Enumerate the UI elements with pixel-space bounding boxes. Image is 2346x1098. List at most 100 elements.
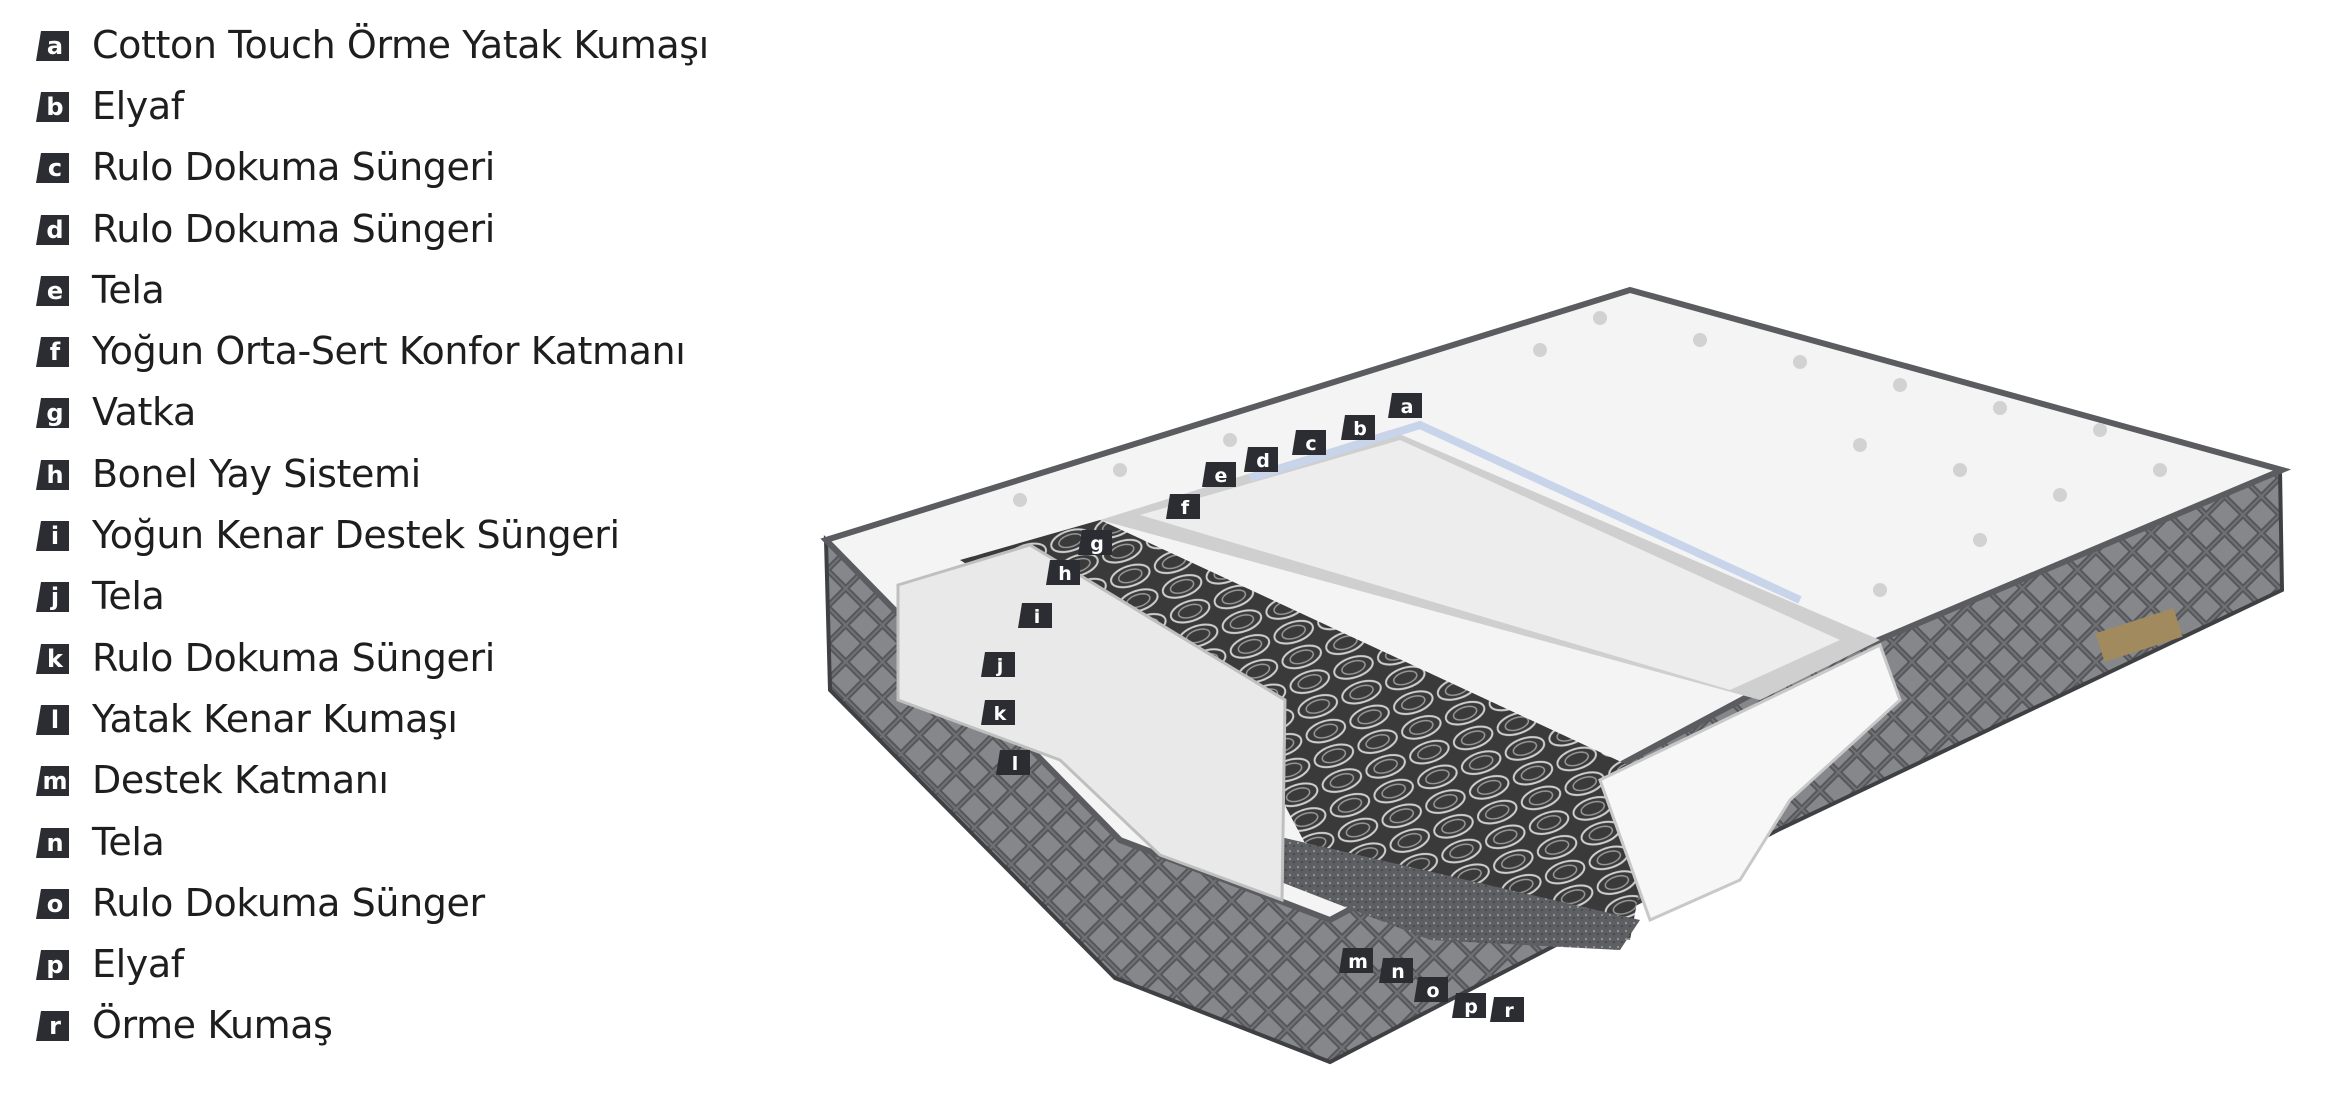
legend-item-k: k Rulo Dokuma Süngeri (36, 627, 736, 688)
layer-marker-p: p (1452, 993, 1486, 1018)
layer-marker-d: d (1244, 447, 1278, 472)
legend-label: Tela (92, 819, 165, 864)
legend-item-n: n Tela (36, 811, 736, 872)
legend-item-i: i Yoğun Kenar Destek Süngeri (36, 504, 736, 565)
svg-text:c: c (48, 154, 62, 182)
legend-label: Tela (92, 574, 165, 619)
svg-text:n: n (46, 829, 63, 857)
legend-label: Cotton Touch Örme Yatak Kumaşı (92, 22, 709, 67)
letter-badge-icon: d (36, 214, 69, 245)
layer-marker-f: f (1166, 494, 1200, 519)
svg-text:l: l (1012, 753, 1019, 775)
layer-marker-h: h (1046, 560, 1080, 585)
letter-badge-icon: a (36, 30, 69, 61)
svg-text:n: n (1391, 961, 1405, 983)
brand-label (2095, 608, 2183, 662)
letter-badge-icon: j (36, 582, 69, 613)
svg-text:e: e (47, 277, 63, 305)
svg-text:d: d (1256, 450, 1270, 472)
svg-text:i: i (1034, 606, 1041, 628)
letter-badge-icon: c (36, 153, 69, 184)
layer-marker-n: n (1379, 958, 1413, 983)
comfort-layer-blue-line (1248, 420, 1802, 604)
legend-label: Örme Kumaş (92, 1003, 333, 1048)
svg-text:i: i (51, 522, 59, 550)
layer-marker-g: g (1078, 530, 1112, 555)
legend-label: Bonel Yay Sistemi (92, 451, 421, 496)
legend-item-h: h Bonel Yay Sistemi (36, 443, 736, 504)
layer-marker-j: j (981, 652, 1015, 677)
svg-text:h: h (1058, 563, 1072, 585)
svg-text:c: c (1305, 433, 1316, 455)
legend-label: Yatak Kenar Kumaşı (92, 696, 458, 741)
legend-label: Elyaf (92, 942, 184, 987)
letter-badge-icon: b (36, 91, 69, 122)
legend-item-g: g Vatka (36, 382, 736, 443)
legend-item-m: m Destek Katmanı (36, 750, 736, 811)
layer-marker-b: b (1341, 415, 1375, 440)
letter-badge-icon: g (36, 398, 69, 429)
legend-label: Vatka (92, 390, 196, 435)
svg-text:p: p (46, 951, 63, 979)
svg-text:b: b (46, 93, 63, 121)
legend-item-b: b Elyaf (36, 75, 736, 136)
svg-text:f: f (50, 338, 61, 366)
legend-item-o: o Rulo Dokuma Sünger (36, 872, 736, 933)
letter-badge-icon: l (36, 704, 69, 735)
svg-text:m: m (42, 767, 67, 795)
letter-badge-icon: m (36, 766, 69, 797)
layer-marker-o: o (1414, 977, 1448, 1002)
letter-badge-icon: p (36, 950, 69, 981)
svg-text:h: h (46, 461, 63, 489)
letter-badge-icon: h (36, 459, 69, 490)
legend-item-f: f Yoğun Orta-Sert Konfor Katmanı (36, 320, 736, 381)
svg-text:b: b (1353, 418, 1367, 440)
legend-item-d: d Rulo Dokuma Süngeri (36, 198, 736, 259)
svg-text:f: f (1181, 497, 1190, 519)
svg-text:j: j (996, 655, 1004, 677)
layer-legend: a Cotton Touch Örme Yatak Kumaşı b Elyaf… (36, 14, 736, 1056)
tufting-buttons (1013, 311, 2167, 647)
svg-text:g: g (46, 399, 63, 427)
letter-badge-icon: n (36, 827, 69, 858)
legend-label: Rulo Dokuma Süngeri (92, 635, 495, 680)
letter-badge-icon: f (36, 337, 69, 368)
letter-badge-icon: o (36, 888, 69, 919)
right-foam-edge (1598, 642, 1902, 923)
layer-marker-c: c (1292, 430, 1326, 455)
legend-item-r: r Örme Kumaş (36, 995, 736, 1056)
legend-label: Yoğun Kenar Destek Süngeri (92, 513, 620, 558)
legend-item-j: j Tela (36, 566, 736, 627)
legend-label: Tela (92, 267, 165, 312)
svg-text:g: g (1090, 533, 1104, 555)
legend-label: Destek Katmanı (92, 758, 389, 803)
svg-text:p: p (1464, 996, 1478, 1018)
svg-text:e: e (1215, 465, 1228, 487)
letter-badge-icon: k (36, 643, 69, 674)
svg-text:m: m (1348, 951, 1368, 973)
legend-label: Rulo Dokuma Süngeri (92, 206, 495, 251)
layer-marker-m: m (1339, 948, 1373, 973)
svg-text:k: k (47, 645, 64, 673)
layer-marker-r: r (1490, 997, 1524, 1022)
legend-item-a: a Cotton Touch Örme Yatak Kumaşı (36, 14, 736, 75)
legend-item-e: e Tela (36, 259, 736, 320)
svg-text:l: l (51, 706, 59, 734)
svg-text:j: j (50, 583, 59, 611)
layer-marker-e: e (1202, 462, 1236, 487)
layer-marker-l: l (996, 750, 1030, 775)
felt-bottom-layer (1250, 830, 1640, 950)
letter-badge-icon: e (36, 275, 69, 306)
svg-text:a: a (1401, 396, 1414, 418)
comfort-layer-white (1140, 440, 1840, 690)
svg-text:r: r (1504, 1000, 1514, 1022)
legend-label: Yoğun Orta-Sert Konfor Katmanı (92, 329, 686, 374)
legend-item-c: c Rulo Dokuma Süngeri (36, 137, 736, 198)
letter-badge-icon: r (36, 1011, 69, 1042)
mattress-cutaway-illustration: a b c d e f g h i j k l m n o p r (820, 286, 2292, 1065)
svg-text:d: d (46, 216, 63, 244)
letter-badge-icon: i (36, 521, 69, 552)
svg-text:a: a (47, 32, 63, 60)
svg-text:o: o (47, 890, 64, 918)
legend-item-l: l Yatak Kenar Kumaşı (36, 688, 736, 749)
